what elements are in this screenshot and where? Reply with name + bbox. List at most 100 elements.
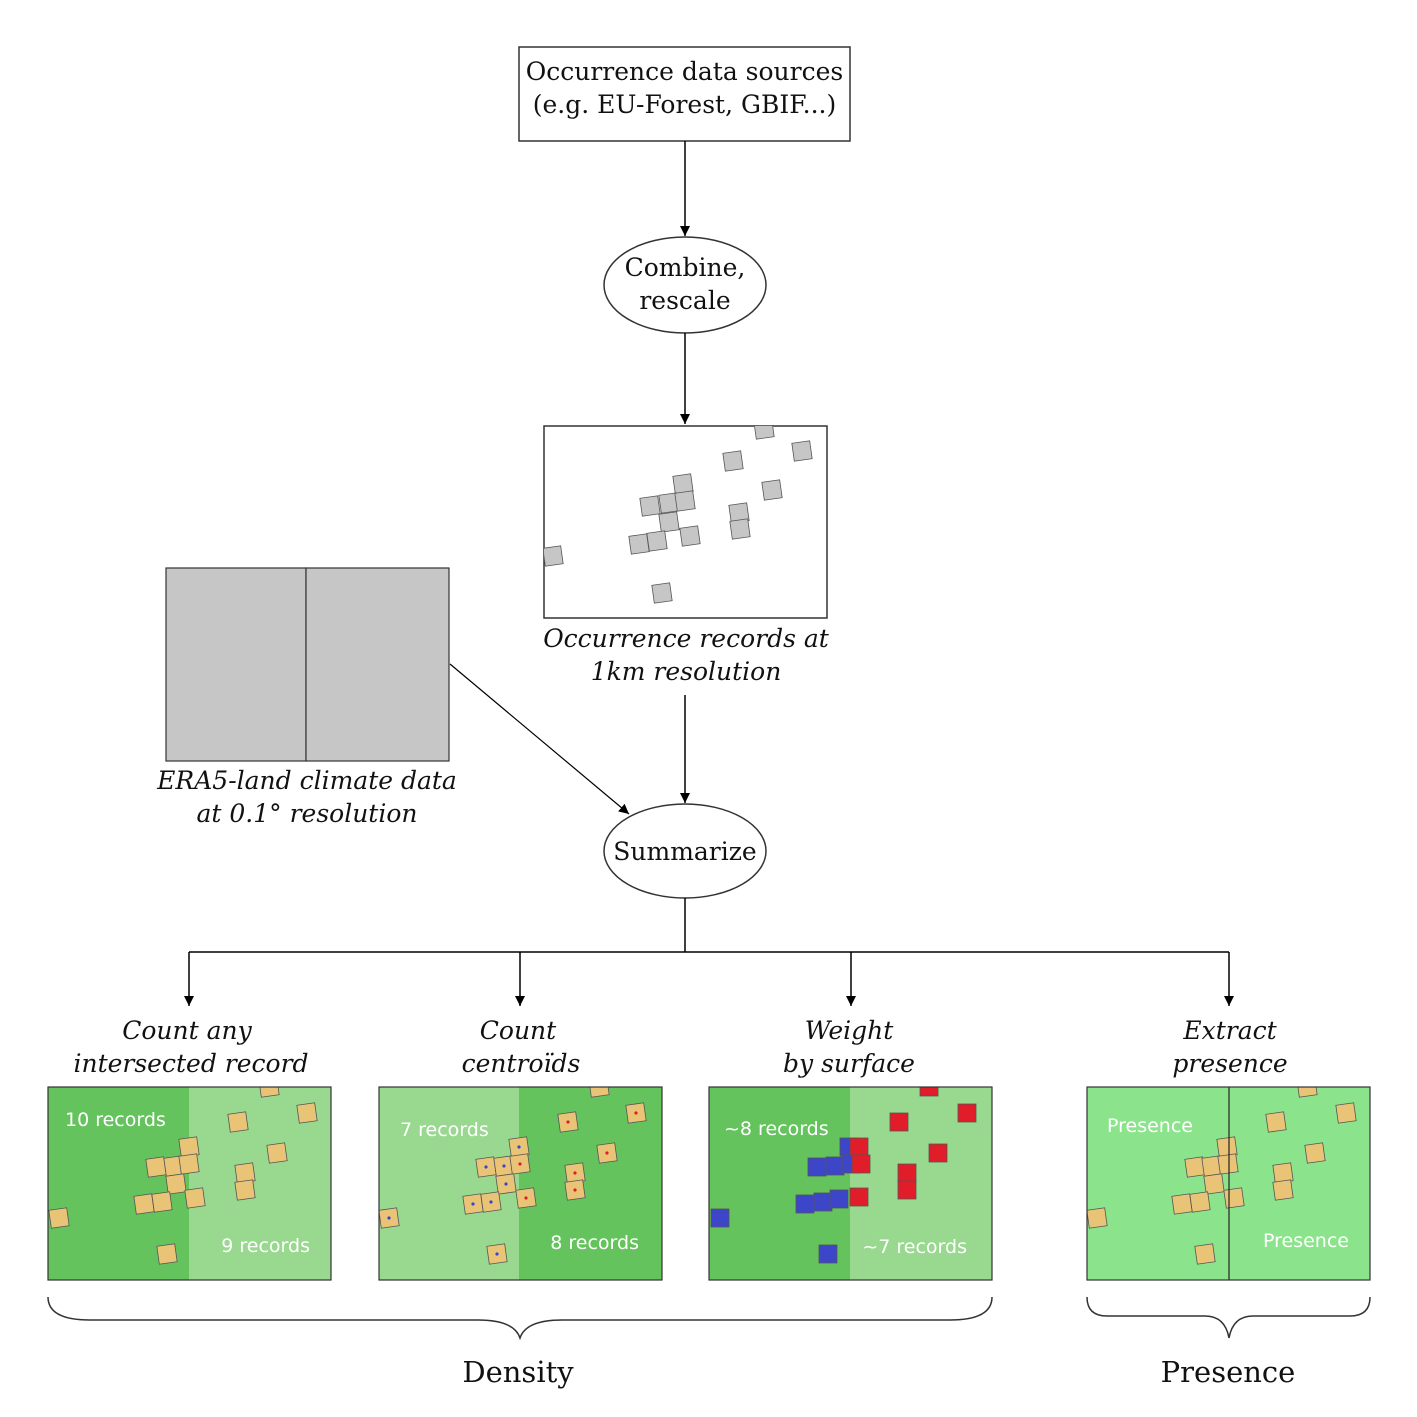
record-cell <box>557 1111 579 1133</box>
weighted-record-cell <box>829 1189 849 1209</box>
record-cell <box>588 1087 610 1098</box>
branch-connectors <box>184 898 1234 1006</box>
panel-left-count: ~8 records <box>724 1118 829 1140</box>
occurrence-caption-line2: 1km resolution <box>591 657 782 686</box>
occurrence-cells <box>544 426 813 604</box>
record-cell <box>184 1187 206 1209</box>
panel-right-count: ~7 records <box>862 1236 967 1258</box>
record-cell <box>145 1156 167 1178</box>
record-cell <box>1203 1173 1225 1195</box>
weighted-record-cell <box>710 1208 730 1228</box>
combine-rescale-node: Combine, rescale <box>603 236 767 334</box>
weighted-record-cell <box>889 1112 909 1132</box>
weighted-record-cell <box>849 1137 869 1157</box>
record-cell <box>596 1142 618 1164</box>
combine-line2: rescale <box>639 286 730 315</box>
record-cell <box>48 1207 70 1229</box>
climate-cell-left <box>165 567 307 762</box>
record-cell <box>1223 1187 1245 1209</box>
panel-count-intersected: 10 records 9 records <box>47 1086 332 1281</box>
panel-left-count: 10 records <box>65 1109 166 1131</box>
panel-right-count: 8 records <box>550 1232 639 1254</box>
occurrence-cell <box>628 533 650 555</box>
weighted-record-cell <box>807 1157 827 1177</box>
record-cell <box>1335 1102 1357 1124</box>
method-title-line2: by surface <box>783 1049 915 1078</box>
method-title-line1: Count any <box>122 1016 252 1045</box>
method-title-line2: presence <box>1172 1049 1287 1078</box>
record-cell <box>178 1153 200 1175</box>
occurrence-cell <box>674 490 696 512</box>
weighted-record-cell <box>825 1156 845 1176</box>
data-sources-line2: (e.g. EU-Forest, GBIF...) <box>533 90 837 119</box>
record-cell <box>462 1193 484 1215</box>
weighted-record-cell <box>919 1087 939 1097</box>
record-cell <box>1194 1243 1216 1265</box>
record-cell <box>480 1191 502 1213</box>
weighted-record-cell <box>897 1180 917 1200</box>
record-cell <box>1296 1087 1318 1098</box>
occurrence-cell <box>761 479 783 501</box>
record-cell <box>1171 1193 1193 1215</box>
method-title-line1: Count <box>480 1016 557 1045</box>
record-cell <box>1304 1142 1326 1164</box>
record-cell <box>1217 1153 1239 1175</box>
arrow-climate-to-summarize <box>449 663 630 815</box>
climate-caption-line2: at 0.1° resolution <box>196 799 417 828</box>
record-cell <box>1265 1111 1287 1133</box>
record-cell <box>495 1173 517 1195</box>
weighted-record-cell <box>813 1192 833 1212</box>
record-cell <box>1189 1191 1211 1213</box>
occurrence-cell <box>679 525 701 547</box>
weighted-record-cell <box>957 1103 977 1123</box>
record-cell <box>258 1087 280 1098</box>
record-cell <box>1087 1207 1108 1229</box>
occurrence-cell <box>639 495 661 517</box>
record-cell <box>625 1102 647 1124</box>
record-cell <box>486 1243 508 1265</box>
record-cell <box>133 1193 155 1215</box>
panel-right-presence: Presence <box>1263 1230 1349 1252</box>
presence-brace <box>1086 1296 1371 1339</box>
presence-group-label: Presence <box>1161 1355 1296 1389</box>
weighted-record-cell <box>818 1244 838 1264</box>
record-cell <box>509 1153 531 1175</box>
record-cell <box>1272 1179 1294 1201</box>
weighted-record-cell <box>851 1154 871 1174</box>
panel-records <box>379 1087 647 1265</box>
occurrence-cell <box>651 582 673 604</box>
density-group-label: Density <box>462 1355 574 1389</box>
method-title-line1: Extract <box>1182 1016 1277 1045</box>
record-cell <box>564 1179 586 1201</box>
summarize-label: Summarize <box>613 837 756 866</box>
occurrence-cell <box>729 518 751 540</box>
occurrence-cell <box>753 426 775 440</box>
density-brace <box>47 1296 993 1341</box>
weighted-record-cell <box>849 1187 869 1207</box>
climate-grid <box>165 567 450 762</box>
panel-right-count: 9 records <box>221 1235 310 1257</box>
panel-weight-surface: ~8 records ~7 records <box>708 1086 993 1281</box>
record-cell <box>234 1179 256 1201</box>
method-title-line1: Weight <box>805 1016 895 1045</box>
occurrence-cell <box>722 450 744 472</box>
occurrence-records-map <box>543 425 828 619</box>
method-title-line2: intersected record <box>73 1049 308 1078</box>
panel-records <box>48 1087 318 1265</box>
data-sources-box: Occurrence data sources (e.g. EU-Forest,… <box>518 46 851 142</box>
panel-extract-presence: Presence Presence <box>1086 1086 1371 1281</box>
occurrence-cell <box>544 545 564 567</box>
record-cell <box>515 1187 537 1209</box>
climate-cell-right <box>305 567 450 762</box>
weighted-record-cell <box>897 1163 917 1183</box>
record-cell <box>227 1111 249 1133</box>
record-cell <box>151 1191 173 1213</box>
summarize-node: Summarize <box>603 803 767 899</box>
record-cell <box>296 1102 318 1124</box>
method-title-line2: centroïds <box>462 1049 581 1078</box>
record-cell <box>156 1243 178 1265</box>
panel-left-count: 7 records <box>400 1119 489 1141</box>
panel-left-presence: Presence <box>1107 1115 1193 1137</box>
occurrence-caption-line1: Occurrence records at <box>543 624 830 653</box>
